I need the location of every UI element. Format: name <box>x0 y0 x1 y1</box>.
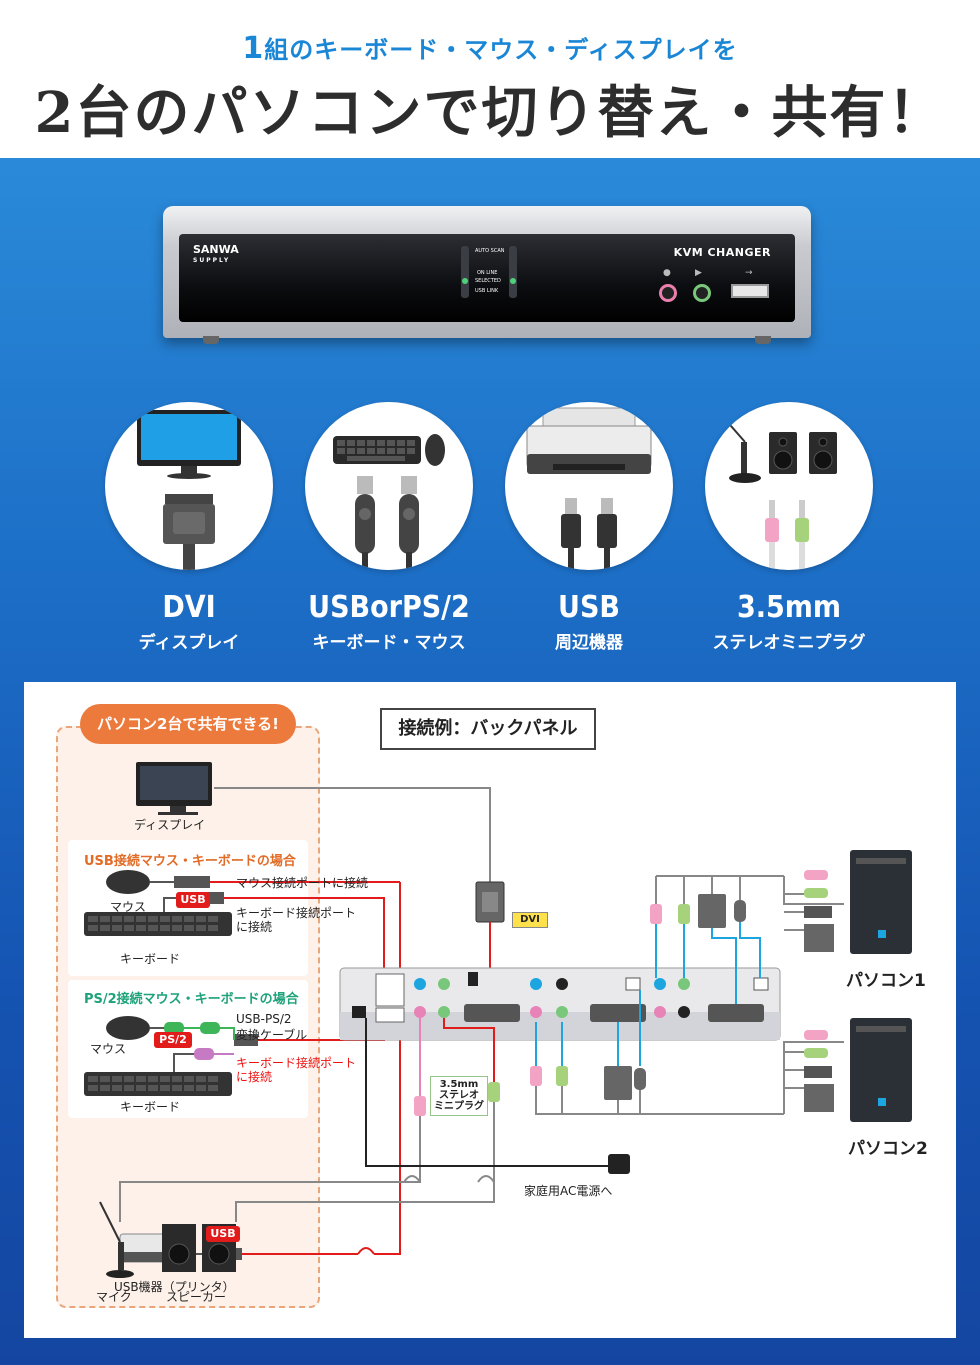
kb-port-note-line1: キーボード接続ポート <box>236 906 357 920</box>
usb-ps2-connector-circle <box>305 402 473 570</box>
front-usb-port <box>731 284 769 298</box>
usb-keyboard-label: キーボード <box>120 952 181 966</box>
auto-scan-label: AUTO SCAN <box>475 248 505 254</box>
connection-example-panel: パソコン2台で共有できる! 接続例：バックパネル USB接続マウス・キーボードの… <box>24 682 956 1338</box>
display-dvi-illustration <box>137 410 241 570</box>
usb-link-label: USB LINK <box>475 288 499 294</box>
stereo-tag-line1: 3.5mm <box>439 1079 479 1090</box>
audio-port <box>693 284 711 302</box>
led-port-2 <box>509 246 517 298</box>
stereo-tag-line3: ミニプラグ <box>434 1101 484 1112</box>
ac-adapter-icon <box>608 1154 630 1174</box>
led-port-1 <box>461 246 469 298</box>
usb-group-title: USB接続マウス・キーボードの場合 <box>84 854 296 869</box>
pc1-label: パソコン1 <box>846 971 926 991</box>
ps2-kb-note-line1: キーボード接続ポート <box>236 1056 357 1070</box>
cpu2-dvi-port <box>590 1004 646 1022</box>
ps2-cable-line1: USB-PS/2 <box>236 1012 292 1026</box>
stereo-tag-line2: ステレオ <box>439 1090 479 1101</box>
display-label: ディスプレイ <box>134 818 206 832</box>
usb-connector-circle <box>505 402 673 570</box>
console-dvi-port <box>464 1004 520 1022</box>
ps2-keyboard-label: キーボード <box>120 1100 181 1114</box>
device-foot <box>203 336 219 344</box>
speaker-label: スピーカー <box>166 1290 227 1304</box>
audio-label: 3.5mm ステレオミニプラグ <box>689 590 889 653</box>
subtitle-number: 1 <box>242 31 265 66</box>
led-indicators: AUTO SCAN ON LINE SELECTED USB LINK <box>459 244 531 308</box>
mic-port <box>659 284 677 302</box>
mic-icon: ● <box>663 268 671 278</box>
share-tag: パソコン2台で共有できる! <box>80 704 296 744</box>
selected-label: SELECTED <box>475 278 501 284</box>
dvi-tag: DVI <box>512 912 548 928</box>
subtitle-text: 組のキーボード・マウス・ディスプレイを <box>264 36 738 64</box>
header-title: 2台のパソコンで切り替え・共有！ <box>34 80 946 146</box>
brand-sub: SUPPLY <box>193 257 231 264</box>
dvi-label: DVI ディスプレイ <box>89 590 289 653</box>
ac-label: 家庭用AC電源へ <box>524 1184 613 1198</box>
mic-label: マイク <box>96 1290 132 1304</box>
pc2-tower-icon <box>850 1018 912 1122</box>
keyboard-mouse-illustration <box>333 434 445 570</box>
ps2-keyboard-icon <box>84 1072 232 1096</box>
mic-icon <box>99 1201 121 1243</box>
usb-keyboard-icon <box>84 912 232 936</box>
connector-title: USBorPS/2 <box>308 590 470 625</box>
printer-usb-illustration <box>526 407 652 570</box>
ps2-tag: PS/2 <box>154 1032 192 1048</box>
brand-name: SANWA <box>193 243 239 256</box>
ps2-kb-note-line2: に接続 <box>236 1070 273 1084</box>
usb-label: USB 周辺機器 <box>489 590 689 653</box>
page-header: 1組のキーボード・マウス・ディスプレイを 2台のパソコンで切り替え・共有！ <box>0 0 980 158</box>
header-subtitle: 1組のキーボード・マウス・ディスプレイを <box>0 30 980 66</box>
usb-icon: → <box>745 268 753 278</box>
ps2-mouse-icon <box>106 1016 150 1040</box>
ps2-mouse-label: マウス <box>90 1042 127 1056</box>
device-foot <box>755 336 771 344</box>
connector-title: USB <box>558 590 620 625</box>
wiring-diagram <box>84 762 912 1278</box>
connector-title: DVI <box>162 590 216 625</box>
pc2-label: パソコン2 <box>848 1139 928 1159</box>
connector-subtitle: 周辺機器 <box>555 633 623 653</box>
printer-usb-tag: USB <box>206 1226 240 1242</box>
usb-mouse-label: マウス <box>110 900 147 914</box>
dvi-connector-circle <box>105 402 273 570</box>
printer-label: USB機器（プリンタ） <box>114 1280 235 1294</box>
cpu1-dvi-port <box>708 1004 764 1022</box>
mic-speaker-illustration <box>714 407 837 570</box>
stereo-tag: 3.5mm ステレオ ミニプラグ <box>430 1076 488 1116</box>
ps2-cable-line2: 変換ケーブル <box>236 1028 308 1042</box>
connector-subtitle: キーボード・マウス <box>312 633 466 653</box>
online-label: ON LINE <box>477 270 498 276</box>
mouse-port-note: マウス接続ポートに接続 <box>236 876 369 890</box>
usb-port-pair <box>375 973 405 1007</box>
example-title: 接続例：バックパネル <box>380 708 596 750</box>
connector-title: 3.5mm <box>736 590 842 625</box>
usb-input-box <box>68 840 308 976</box>
usb-ps2-label: USBorPS/2 キーボード・マウス <box>289 590 489 653</box>
device-model: KVM CHANGER <box>673 246 771 259</box>
audio-connector-circle <box>705 402 873 570</box>
speaker-icon: ▶ <box>695 268 702 278</box>
connector-subtitle: ステレオミニプラグ <box>712 633 866 653</box>
ps2-group-title: PS/2接続マウス・キーボードの場合 <box>84 992 299 1007</box>
pc1-tower-icon <box>850 850 912 954</box>
usb-mouse-icon <box>106 870 150 894</box>
kb-port-note-line2: に接続 <box>236 920 273 934</box>
usb-tag: USB <box>176 892 210 908</box>
connector-subtitle: ディスプレイ <box>138 633 240 653</box>
